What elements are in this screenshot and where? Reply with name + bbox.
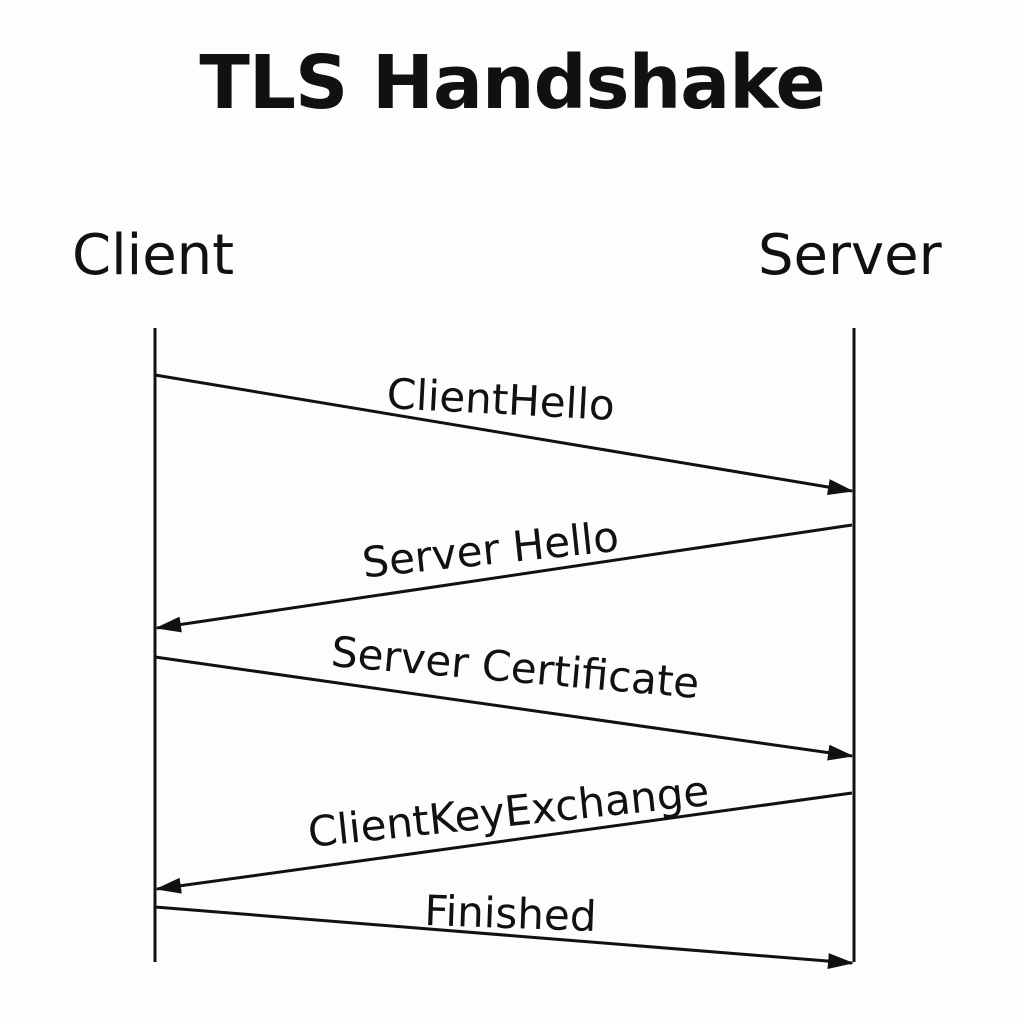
diagram-title: TLS Handshake xyxy=(199,40,825,126)
message-client-hello: ClientHello xyxy=(154,369,854,495)
message-arrow xyxy=(155,523,853,633)
participant-client-label: Client xyxy=(72,223,235,288)
message-finished: Finished xyxy=(154,886,854,970)
message-label: ClientHello xyxy=(386,369,616,430)
message-arrow xyxy=(154,905,854,970)
message-arrow xyxy=(154,373,854,495)
message-label: Server Certificate xyxy=(329,627,701,708)
message-client-key-exchange: ClientKeyExchange xyxy=(155,766,853,894)
message-label: Finished xyxy=(424,886,598,941)
message-server-hello: Server Hello xyxy=(155,512,853,633)
message-server-certificate: Server Certificate xyxy=(154,627,854,761)
message-label: ClientKeyExchange xyxy=(306,766,712,857)
participant-server-label: Server xyxy=(758,223,942,288)
message-label: Server Hello xyxy=(360,512,621,588)
message-arrow xyxy=(155,791,853,894)
message-arrow xyxy=(154,655,854,761)
